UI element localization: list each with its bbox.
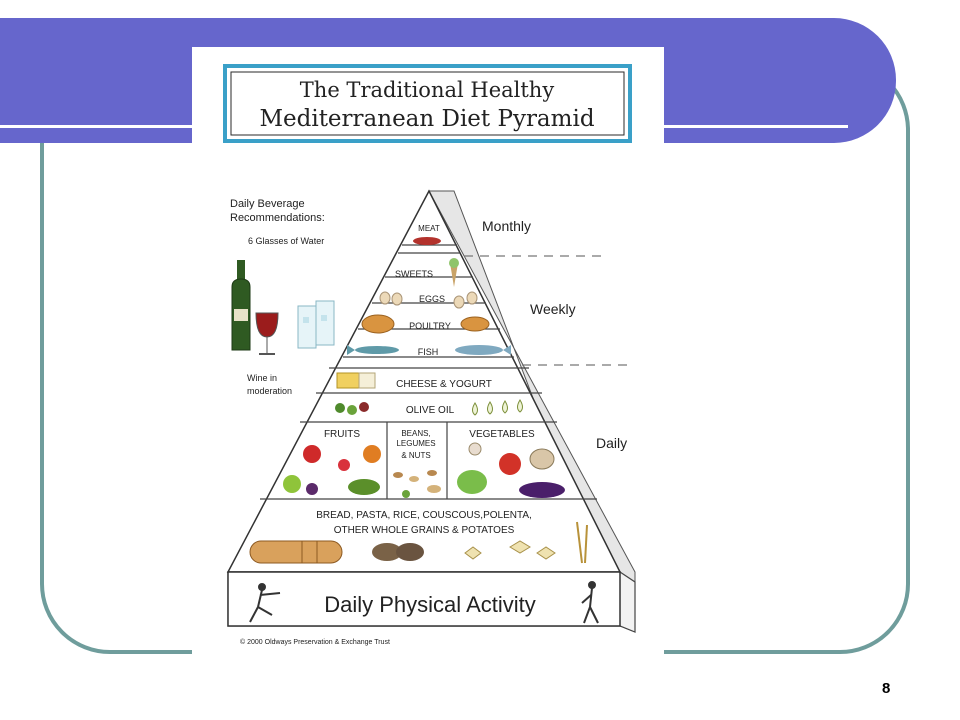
water-recommendation: 6 Glasses of Water <box>248 236 324 246</box>
monthly-label: Monthly <box>482 218 531 234</box>
title-box <box>223 64 632 143</box>
weekly-label: Weekly <box>530 301 576 317</box>
poster-title-line1: The Traditional Healthy <box>300 78 555 102</box>
wine-glass-icon <box>255 312 279 355</box>
diet-pyramid-poster: The Traditional Healthy Mediterranean Di… <box>192 47 664 661</box>
tier-fruits-label: FRUITS <box>324 429 360 440</box>
beans-nuts-icon <box>393 470 441 498</box>
tier-beans-line3: & NUTS <box>401 451 430 460</box>
tier-grains-line2: OTHER WHOLE GRAINS & POTATOES <box>334 525 515 536</box>
tier-fish-label: FISH <box>418 347 439 357</box>
tier-cheese-label: CHEESE & YOGURT <box>396 379 492 390</box>
meat-icon <box>413 237 441 245</box>
pasta-icon <box>464 540 556 560</box>
tier-grains-line1: BREAD, PASTA, RICE, COUSCOUS,POLENTA, <box>316 510 532 521</box>
eggs-icon <box>379 291 478 309</box>
tier-beans-line2: LEGUMES <box>396 439 435 448</box>
tier-eggs-label: EGGS <box>419 294 445 304</box>
physical-activity-label: Daily Physical Activity <box>324 592 536 617</box>
vegetables-icon <box>457 442 565 498</box>
tier-olive-oil-label: OLIVE OIL <box>406 405 455 416</box>
beverage-heading-line1: Daily Beverage <box>230 198 305 210</box>
oil-drops-icon <box>472 399 523 416</box>
fruits-icon <box>283 445 381 495</box>
wine-label-line2: moderation <box>247 386 292 396</box>
slide-page-number: 8 <box>882 680 891 697</box>
beverage-heading-line2: Recommendations: <box>230 212 325 224</box>
poster-title-line2: Mediterranean Diet Pyramid <box>259 106 594 132</box>
cheese-icon <box>336 372 360 389</box>
tier-vegetables-label: VEGETABLES <box>469 429 535 440</box>
pyramid-illustration: The Traditional Healthy Mediterranean Di… <box>223 64 636 646</box>
potatoes-icon <box>372 543 424 561</box>
bread-icon <box>249 540 343 564</box>
roast-chicken-icon <box>361 314 395 334</box>
ice-cream-icon <box>450 263 458 287</box>
walking-figure-icon <box>581 581 599 624</box>
wine-label-line1: Wine in <box>247 373 277 383</box>
tier-beans-line1: BEANS, <box>401 429 430 438</box>
copyright-notice: © 2000 Oldways Preservation & Exchange T… <box>240 638 390 646</box>
olives-icon <box>335 402 369 415</box>
tier-sweets-label: SWEETS <box>395 269 433 279</box>
physical-activity-base <box>227 571 621 627</box>
water-glasses-icon <box>297 300 335 349</box>
daily-label: Daily <box>596 435 627 451</box>
dancer-figure-icon <box>249 583 281 623</box>
wheat-icon <box>576 521 588 564</box>
wine-bottle-icon <box>231 260 251 351</box>
fish-icon <box>347 345 511 355</box>
chicken-leg-icon <box>460 316 490 332</box>
tier-meat-label: MEAT <box>418 224 440 233</box>
tier-poultry-label: POULTRY <box>409 321 451 331</box>
